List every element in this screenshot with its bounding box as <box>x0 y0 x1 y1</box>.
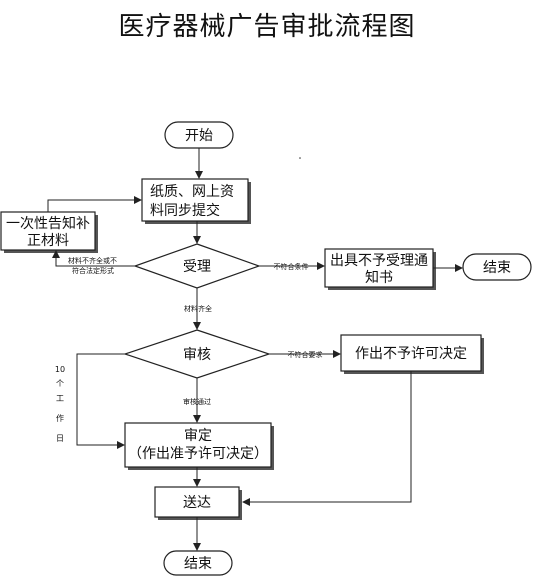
submit-label-1: 纸质、网上资 <box>150 184 234 200</box>
end-right-node: 结束 <box>462 253 532 281</box>
approve-label-1: 审定 <box>184 428 212 444</box>
notify-label-2: 正材料 <box>27 233 69 249</box>
reject-notice-label-2: 知书 <box>365 269 393 286</box>
accept-decision: 受理 <box>133 243 261 289</box>
reject-notice-node: 出具不予受理通 知书 <box>324 248 436 290</box>
label-not-meet-conditions: 不符合条件 <box>274 262 309 271</box>
stray-dot <box>299 157 301 159</box>
edge-labels: 材料不齐全或不 符合法定形式 不符合条件 材料齐全 不符合要求 审核通过 10 … <box>55 256 323 443</box>
label-incomplete-2: 符合法定形式 <box>72 266 114 275</box>
label-review-passed: 审核通过 <box>183 397 211 406</box>
submit-label-2: 料同步提交 <box>150 202 220 219</box>
page-title: 医疗器械广告审批流程图 <box>118 12 416 42</box>
submit-node: 纸质、网上资 料同步提交 <box>141 178 251 224</box>
notify-node: 一次性告知补 正材料 <box>0 211 98 253</box>
deny-decision-node: 作出不予许可决定 <box>340 334 484 374</box>
label-time-limit-0: 10 <box>55 365 65 374</box>
end-bottom-label: 结束 <box>184 556 212 572</box>
label-not-meet-requirements: 不符合要求 <box>288 350 323 359</box>
arrow-accept-to-notify <box>52 250 135 267</box>
approve-node: 审定 （作出准予许可决定） <box>124 422 274 470</box>
deliver-node: 送达 <box>154 486 242 520</box>
start-label: 开始 <box>185 128 213 144</box>
review-decision: 审核 <box>123 329 271 379</box>
label-time-limit-1: 个 <box>56 379 64 388</box>
arrow-review-to-approve-side <box>76 353 125 449</box>
reject-notice-label-1: 出具不予受理通 <box>330 253 428 269</box>
start-node: 开始 <box>164 121 234 149</box>
notify-label-1: 一次性告知补 <box>6 215 90 232</box>
label-incomplete-1: 材料不齐全或不 <box>68 256 117 265</box>
deliver-label: 送达 <box>183 495 211 511</box>
connectors <box>47 148 463 551</box>
label-time-limit-2: 工 <box>56 394 64 403</box>
approve-label-2: （作出准予许可决定） <box>128 446 268 462</box>
arrow-notify-to-submit <box>47 196 142 212</box>
accept-label: 受理 <box>183 259 211 275</box>
review-label: 审核 <box>183 347 211 363</box>
deny-decision-label: 作出不予许可决定 <box>355 346 467 362</box>
arrow-deny-to-deliver <box>242 371 412 506</box>
label-complete: 材料齐全 <box>184 304 212 313</box>
label-time-limit-4: 日 <box>56 434 64 443</box>
label-time-limit-3: 作 <box>56 413 64 423</box>
end-bottom-node: 结束 <box>163 550 233 576</box>
end-right-label: 结束 <box>483 260 511 276</box>
